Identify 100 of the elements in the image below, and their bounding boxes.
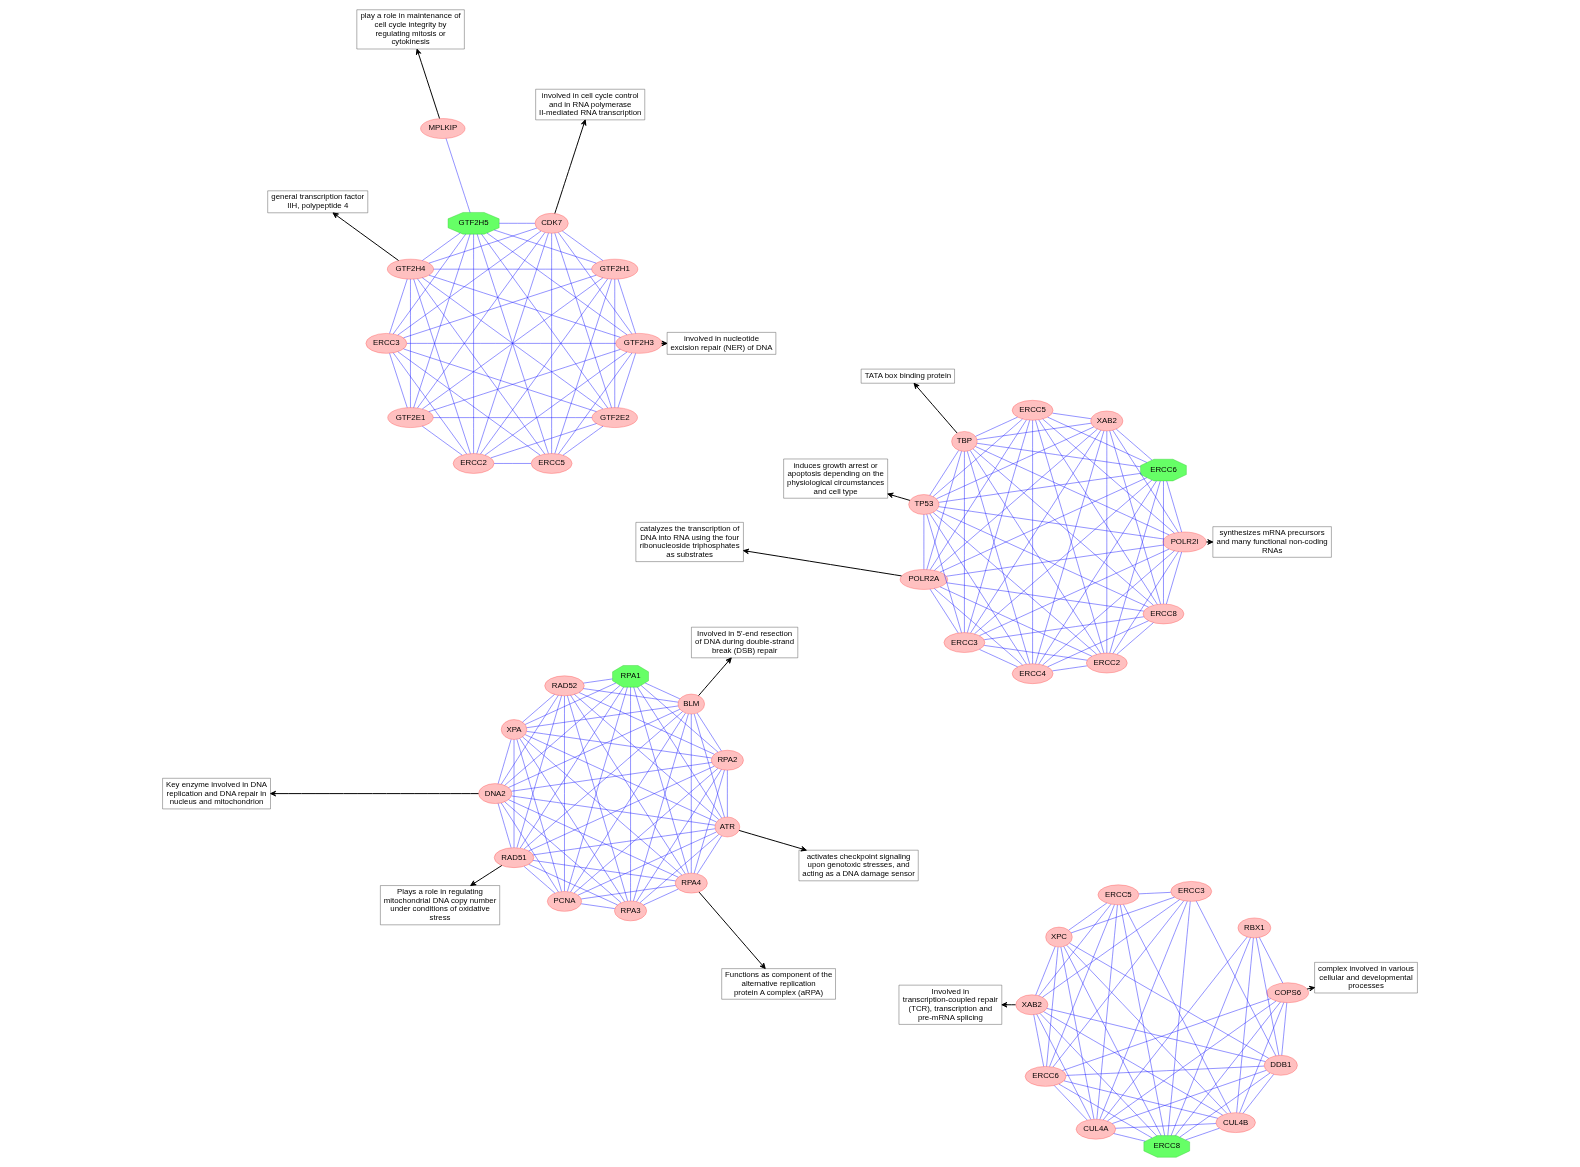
connector (1063, 946, 1162, 1136)
connector (504, 801, 622, 903)
node-box: play a role in maintenance of cell cycle integrity by regulating mitosis or cytokinesis (356, 9, 465, 50)
connector (532, 860, 676, 882)
connector (1120, 904, 1165, 1136)
node-ellipse: BLM (677, 693, 705, 715)
connector (1163, 480, 1164, 605)
connector (1062, 998, 1271, 1071)
connector (433, 417, 593, 418)
connector (403, 274, 597, 339)
connector (939, 477, 1148, 573)
connector (639, 834, 719, 903)
connector (1038, 480, 1157, 665)
connector (1196, 900, 1277, 1056)
connector (1069, 943, 1269, 1059)
node-ellipse: ERCC3 (365, 333, 407, 354)
connector (410, 278, 411, 408)
connector (570, 695, 686, 874)
connector (1167, 901, 1191, 1136)
connector (926, 451, 962, 570)
connector (403, 348, 597, 412)
connector (976, 443, 1141, 467)
arrow (332, 212, 399, 261)
connector (574, 694, 720, 820)
connector (1046, 1008, 1266, 1062)
connector (578, 692, 715, 755)
connector (1043, 1011, 1223, 1116)
arrow (1001, 1002, 1017, 1008)
connector (490, 423, 597, 459)
connector (979, 548, 1170, 636)
node-box: TATA box binding protein (860, 368, 955, 384)
node-ellipse: ERCC2 (1086, 652, 1128, 674)
node-box: involved in cell cycle control and in RNA polymerase II-mediated RNA transcription (535, 89, 645, 121)
connector (1103, 936, 1248, 1121)
connector (493, 229, 597, 264)
connector (964, 451, 965, 633)
connector (516, 695, 562, 848)
connector (1063, 1080, 1219, 1119)
node-ellipse: ERCC8 (1142, 603, 1185, 625)
connector (1109, 480, 1161, 654)
connector (1042, 418, 1175, 534)
connector (633, 713, 689, 902)
connector (938, 506, 1165, 540)
connector (532, 828, 716, 856)
connector (693, 713, 725, 818)
connector (934, 588, 1023, 666)
node-ellipse: TP53 (908, 494, 940, 515)
arrow (1205, 539, 1214, 545)
connector (936, 426, 1095, 499)
connector (580, 885, 676, 900)
connector (934, 428, 1098, 571)
node-box: Plays a role in regulating mitochondrial DNA copy number under conditions of oxidative stress (380, 885, 500, 925)
arrow (470, 865, 503, 886)
node-ellipse: TBP (951, 431, 978, 452)
node-ellipse: ERCC6 (1024, 1066, 1067, 1087)
connector (570, 712, 686, 893)
connector (486, 232, 628, 336)
connector (524, 682, 617, 725)
connector (936, 510, 1149, 608)
connector (926, 514, 962, 633)
connector (974, 479, 1153, 634)
connector (551, 233, 552, 454)
node-box: synthesizes mRNA precursors and many functional non-coding RNAs (1212, 526, 1332, 558)
connector (1036, 1014, 1092, 1120)
arrow (270, 790, 479, 797)
connector (508, 709, 681, 788)
node-ellipse: GTF2E1 (387, 407, 434, 428)
connector (1107, 1000, 1277, 1122)
connector (523, 711, 683, 850)
node-ellipse: RPA2 (711, 750, 744, 771)
connector (422, 277, 604, 410)
connector (693, 769, 725, 874)
node-ellipse: RAD51 (494, 847, 534, 868)
connector (1256, 937, 1280, 1056)
connector (573, 768, 719, 894)
connector (929, 419, 1027, 570)
connector (417, 232, 546, 409)
node-ellipse: ERCC5 (1011, 400, 1054, 421)
connector (519, 738, 625, 902)
connector (1170, 937, 1251, 1136)
connector (397, 351, 541, 456)
arrow (698, 657, 732, 697)
node-ellipse: RPA3 (614, 900, 647, 922)
connector (975, 446, 1170, 536)
connector (946, 544, 1165, 577)
connector (636, 769, 722, 902)
node-ellipse: XPA (501, 719, 527, 740)
connector (1239, 1002, 1285, 1113)
connector (1039, 1013, 1157, 1137)
connector (967, 451, 1030, 664)
connector (516, 739, 562, 892)
node-box: Involved in transcription-coupled repair (TCR), transcription and pre-mRNA splicing (898, 984, 1002, 1025)
node-ellipse: PCNA (547, 891, 582, 912)
arrow (698, 891, 766, 969)
arrow (738, 829, 807, 852)
connector (522, 736, 683, 876)
connector (1042, 550, 1175, 666)
node-box: induces growth arrest or apoptosis depending on the physiological circumstances and cell type (783, 458, 888, 499)
connector (1179, 1072, 1271, 1138)
connector (528, 864, 618, 906)
